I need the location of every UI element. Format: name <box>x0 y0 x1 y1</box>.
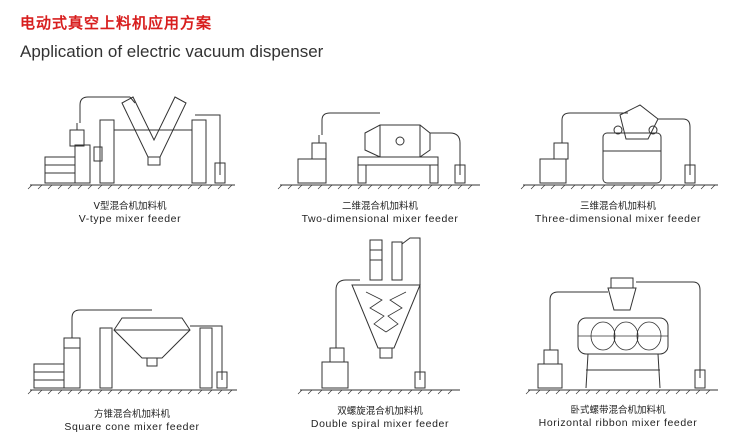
caption-two-dimensional: 二维混合机加料机 Two-dimensional mixer feeder <box>270 200 490 226</box>
caption-cn: 三维混合机加料机 <box>579 201 656 212</box>
double-spiral-mixer-diagram <box>270 230 490 405</box>
horizontal-ribbon-mixer-diagram <box>508 270 728 395</box>
three-dimensional-mixer-diagram <box>508 85 728 200</box>
caption-en: Three-dimensional mixer feeder <box>534 213 702 225</box>
page-title-cn: 电动式真空上料机应用方案 <box>20 14 213 32</box>
caption-cn: 二维混合机加料机 <box>341 201 418 212</box>
panel-three-dimensional: 三维混合机加料机 Three-dimensional mixer feeder <box>508 85 728 225</box>
caption-cn: V型混合机加料机 <box>93 201 167 212</box>
caption-en: Two-dimensional mixer feeder <box>301 213 459 225</box>
caption-horizontal-ribbon: 卧式螺带混合机加料机 Horizontal ribbon mixer feede… <box>508 404 728 430</box>
caption-cn: 方锥混合机加料机 <box>93 409 170 420</box>
caption-en: Horizontal ribbon mixer feeder <box>538 417 698 429</box>
caption-square-cone: 方锥混合机加料机 Square cone mixer feeder <box>22 408 242 434</box>
page-title-en: Application of electric vacuum dispenser <box>20 42 324 61</box>
caption-en: V-type mixer feeder <box>78 213 182 225</box>
panel-double-spiral: 双螺旋混合机加料机 Double spiral mixer feeder <box>270 230 490 430</box>
caption-three-dimensional: 三维混合机加料机 Three-dimensional mixer feeder <box>508 200 728 226</box>
caption-cn: 双螺旋混合机加料机 <box>337 406 423 417</box>
panel-square-cone: 方锥混合机加料机 Square cone mixer feeder <box>22 290 242 433</box>
caption-double-spiral: 双螺旋混合机加料机 Double spiral mixer feeder <box>270 405 490 431</box>
square-cone-mixer-diagram <box>22 290 242 405</box>
v-type-mixer-diagram <box>20 85 240 200</box>
caption-cn: 卧式螺带混合机加料机 <box>570 405 666 416</box>
panel-horizontal-ribbon: 卧式螺带混合机加料机 Horizontal ribbon mixer feede… <box>508 270 728 429</box>
two-dimensional-mixer-diagram <box>270 85 490 200</box>
caption-en: Double spiral mixer feeder <box>310 418 450 430</box>
panel-v-type: V型混合机加料机 V-type mixer feeder <box>20 85 240 225</box>
caption-v-type: V型混合机加料机 V-type mixer feeder <box>20 200 240 226</box>
caption-en: Square cone mixer feeder <box>64 421 200 433</box>
panel-two-dimensional: 二维混合机加料机 Two-dimensional mixer feeder <box>270 85 490 225</box>
